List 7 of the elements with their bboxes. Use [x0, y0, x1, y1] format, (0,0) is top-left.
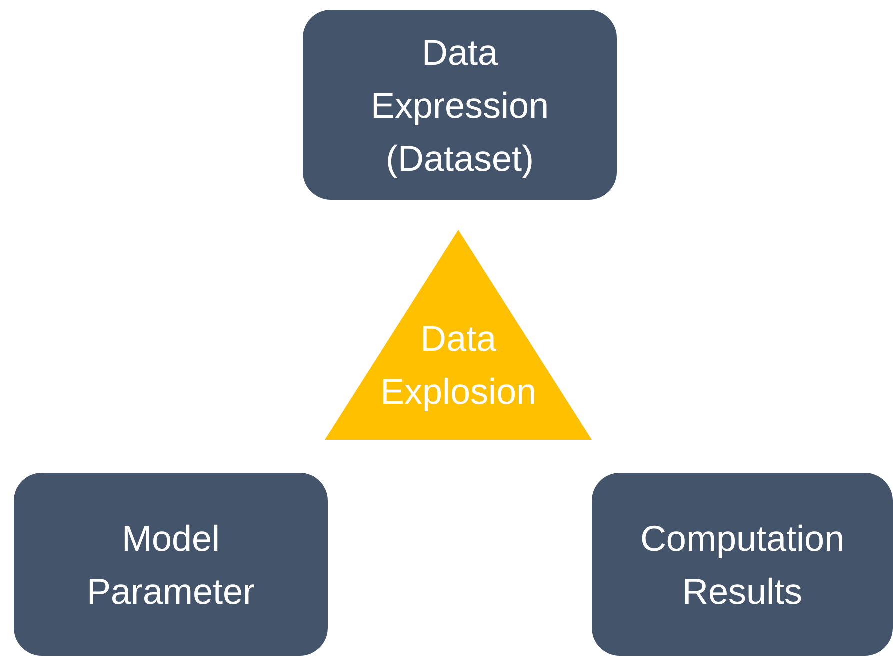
- rounded-box: [303, 10, 617, 200]
- node-label: Data Explosion: [379, 317, 538, 414]
- node-label: Computation Results: [639, 516, 846, 614]
- rounded-box: [14, 473, 328, 656]
- node-label: Data Expression (Dataset): [370, 30, 550, 180]
- rounded-box: [592, 473, 893, 656]
- node-label: Model Parameter: [86, 516, 256, 614]
